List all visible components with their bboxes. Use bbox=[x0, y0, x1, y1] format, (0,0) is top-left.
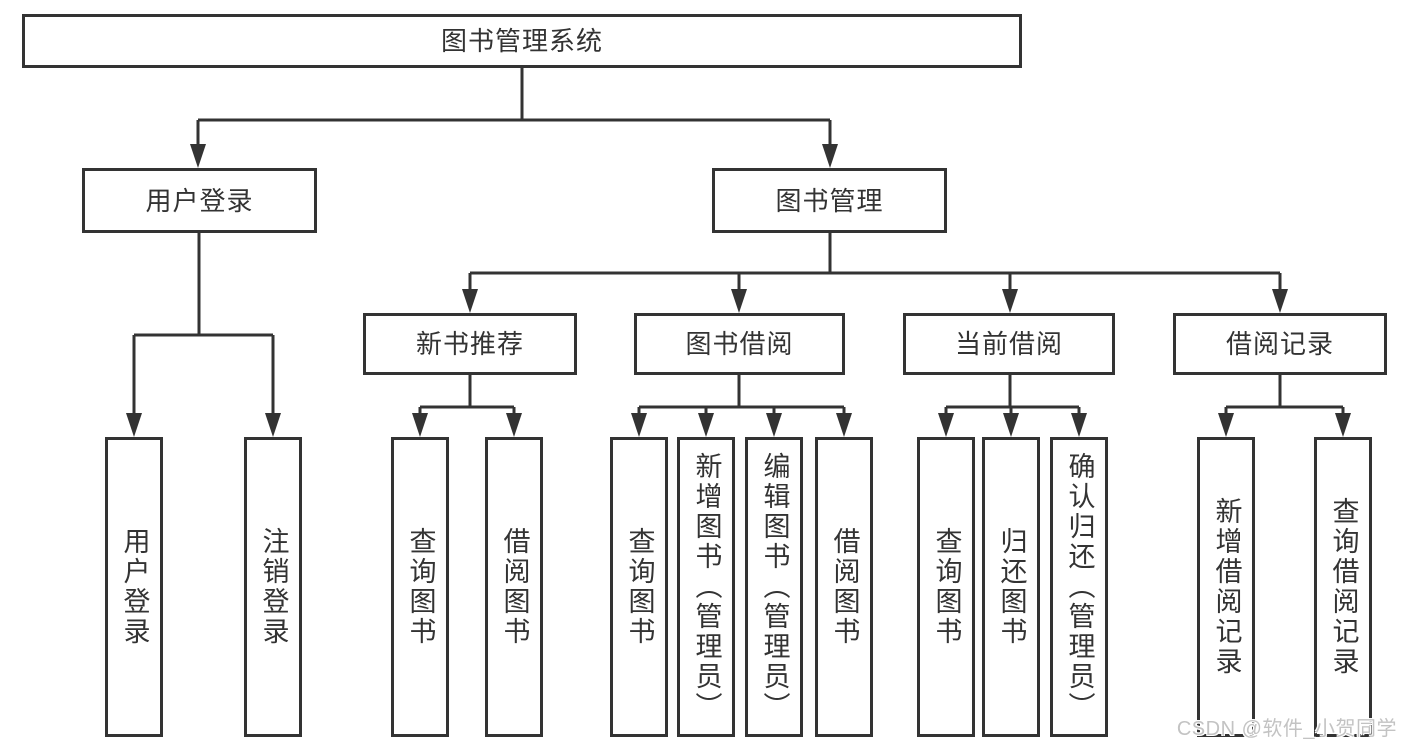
leaf-add-borrow-record: 新增借阅记录 bbox=[1197, 437, 1255, 737]
leaf-query-books-3-label: 查询图书 bbox=[931, 527, 962, 647]
node-book-management-system-label: 图书管理系统 bbox=[440, 26, 603, 56]
leaf-return-books-label: 归还图书 bbox=[996, 527, 1027, 647]
node-user-login-label: 用户登录 bbox=[145, 185, 254, 216]
leaf-user-login-label: 用户登录 bbox=[119, 527, 150, 647]
csdn-watermark: CSDN @软件_小贺同学 bbox=[1176, 718, 1397, 740]
node-new-book-recommend: 新书推荐 bbox=[363, 313, 577, 375]
node-book-borrowing: 图书借阅 bbox=[634, 313, 845, 375]
node-user-login: 用户登录 bbox=[82, 168, 317, 233]
leaf-query-books-1: 查询图书 bbox=[391, 437, 449, 737]
node-borrowing-records-label: 借阅记录 bbox=[1225, 329, 1334, 359]
leaf-query-borrow-record: 查询借阅记录 bbox=[1314, 437, 1372, 737]
leaf-borrow-books-2-label: 借阅图书 bbox=[829, 527, 860, 647]
leaf-return-books: 归还图书 bbox=[982, 437, 1040, 737]
leaf-borrow-books-1: 借阅图书 bbox=[485, 437, 543, 737]
node-new-book-recommend-label: 新书推荐 bbox=[415, 329, 524, 359]
arrowheads bbox=[126, 144, 1351, 437]
leaf-add-borrow-record-label: 新增借阅记录 bbox=[1211, 497, 1242, 677]
leaf-query-books-2-label: 查询图书 bbox=[624, 527, 655, 647]
leaf-confirm-return-admin: 确认归还（管理员） bbox=[1050, 437, 1108, 737]
leaf-query-books-2: 查询图书 bbox=[610, 437, 668, 737]
node-book-borrowing-label: 图书借阅 bbox=[685, 329, 794, 359]
node-current-borrowing-label: 当前借阅 bbox=[954, 329, 1063, 359]
node-current-borrowing: 当前借阅 bbox=[903, 313, 1115, 375]
leaf-logout: 注销登录 bbox=[244, 437, 302, 737]
node-book-management: 图书管理 bbox=[712, 168, 947, 233]
leaf-confirm-return-admin-label: 确认归还（管理员） bbox=[1064, 452, 1095, 722]
leaf-borrow-books-2: 借阅图书 bbox=[815, 437, 873, 737]
leaf-query-books-1-label: 查询图书 bbox=[405, 527, 436, 647]
node-borrowing-records: 借阅记录 bbox=[1173, 313, 1387, 375]
leaf-edit-books-admin-label: 编辑图书（管理员） bbox=[759, 452, 790, 722]
leaf-add-books-admin-label: 新增图书（管理员） bbox=[691, 452, 722, 722]
leaf-add-books-admin: 新增图书（管理员） bbox=[677, 437, 735, 737]
leaf-query-books-3: 查询图书 bbox=[917, 437, 975, 737]
leaf-user-login: 用户登录 bbox=[105, 437, 163, 737]
leaf-query-borrow-record-label: 查询借阅记录 bbox=[1328, 497, 1359, 677]
node-book-management-label: 图书管理 bbox=[775, 185, 884, 216]
leaf-borrow-books-1-label: 借阅图书 bbox=[499, 527, 530, 647]
leaf-edit-books-admin: 编辑图书（管理员） bbox=[745, 437, 803, 737]
node-book-management-system: 图书管理系统 bbox=[22, 14, 1022, 68]
leaf-logout-label: 注销登录 bbox=[258, 527, 289, 647]
